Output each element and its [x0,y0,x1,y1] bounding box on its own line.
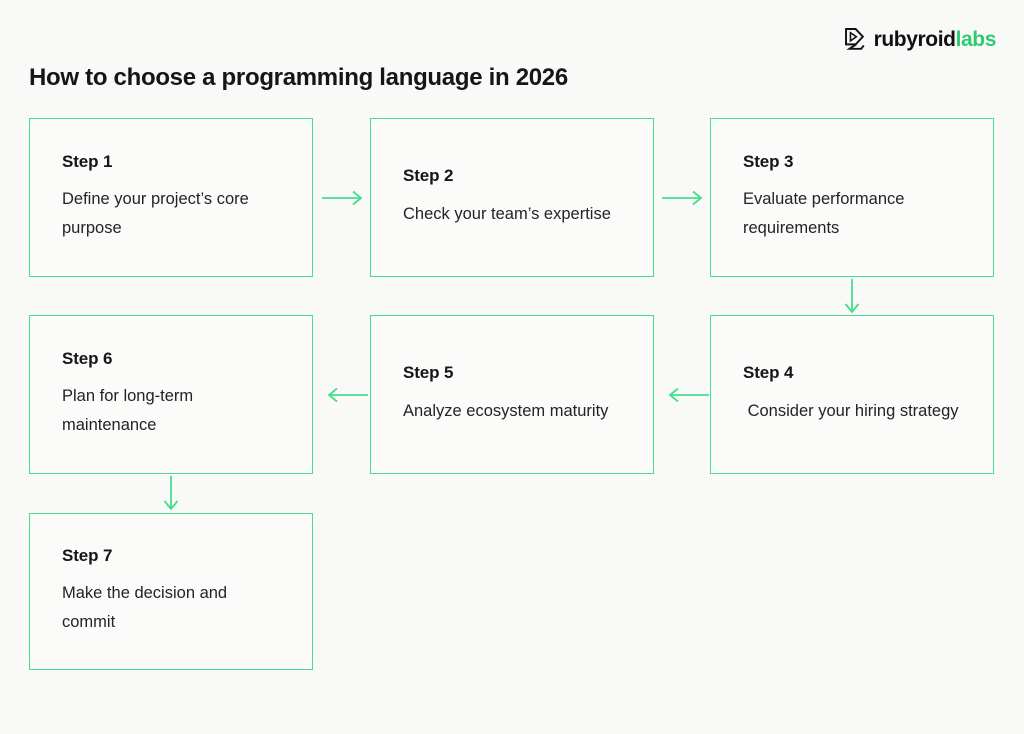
step-card-3-title: Step 3 [743,151,794,171]
arrow-down-icon-step6-step7 [163,476,179,511]
step-card-5-title: Step 5 [403,362,454,382]
step-card-3[interactable]: Step 3 Evaluate performance requirements [710,118,994,277]
logo-name-accent: labs [955,27,997,51]
step-card-1-title: Step 1 [62,151,113,171]
rubyroid-arrow-mark-icon [844,28,865,50]
step-card-1[interactable]: Step 1 Define your project’s core purpos… [29,118,313,277]
step-card-6-title: Step 6 [62,348,113,368]
arrow-left-icon-step5-step6 [327,387,368,403]
step-card-2-description: Check your team’s expertise [403,204,611,223]
step-card-6-description: Plan for long-term maintenance [62,387,198,434]
step-card-3-description: Evaluate performance requirements [743,190,910,237]
arrow-right-icon-step1-step2 [322,190,363,206]
logo-wordmark: rubyroidlabs [873,27,997,51]
arrow-down-icon-step3-step4 [844,279,860,314]
step-card-5[interactable]: Step 5 Analyze ecosystem maturity [370,315,654,474]
page-title: How to choose a programming language in … [29,64,568,91]
logo-name-primary: rubyroid [873,27,956,51]
step-card-7[interactable]: Step 7 Make the decision and commit [29,513,313,670]
step-card-7-title: Step 7 [62,545,113,565]
step-card-7-description: Make the decision and commit [62,584,232,631]
step-card-2-title: Step 2 [403,165,454,185]
step-card-5-description: Analyze ecosystem maturity [403,401,609,420]
step-card-4[interactable]: Step 4 Consider your hiring strategy [710,315,994,474]
arrow-left-icon-step4-step5 [668,387,709,403]
arrow-right-icon-step2-step3 [662,190,703,206]
brand-logo: rubyroidlabs [844,25,996,53]
step-card-4-description: Consider your hiring strategy [743,401,959,420]
step-card-2[interactable]: Step 2 Check your team’s expertise [370,118,654,277]
step-card-6[interactable]: Step 6 Plan for long-term maintenance [29,315,313,474]
step-card-1-description: Define your project’s core purpose [62,190,254,237]
step-card-4-title: Step 4 [743,362,794,382]
